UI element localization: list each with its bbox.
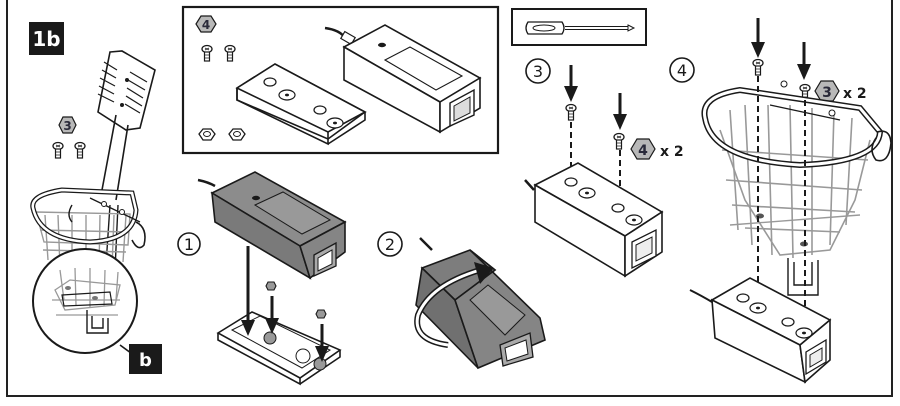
nut-icon bbox=[315, 309, 327, 319]
pedal-bracket bbox=[97, 50, 156, 271]
tool-box bbox=[511, 8, 647, 46]
diagram-frame bbox=[6, 0, 893, 397]
nut-icon bbox=[228, 128, 246, 141]
step-3-part-callout: 4 x 2 bbox=[630, 138, 684, 160]
detail-magnifier bbox=[32, 248, 138, 357]
step-1-number: 1 bbox=[184, 235, 194, 254]
step-3-part-id: 4 bbox=[638, 143, 648, 159]
step-4-quantity: x 2 bbox=[843, 86, 867, 102]
screw-icon bbox=[613, 132, 625, 150]
step-2: 2 bbox=[377, 231, 546, 370]
step-4-number: 4 bbox=[677, 61, 687, 80]
basket bbox=[701, 80, 892, 296]
power-adapter-mounted bbox=[689, 277, 832, 384]
parts-box: 4 bbox=[181, 5, 500, 155]
basket bbox=[30, 187, 146, 272]
figure-label: 1b bbox=[29, 22, 64, 55]
step-1: 1 bbox=[177, 171, 347, 386]
power-adapter-mounted bbox=[524, 162, 664, 278]
screwdriver-icon bbox=[525, 21, 636, 35]
hex-badge-icon bbox=[58, 116, 77, 134]
step-4-number-badge bbox=[669, 57, 695, 83]
rotate-arrow-icon bbox=[414, 262, 494, 348]
detail-label: b bbox=[129, 344, 162, 374]
step-3-quantity: x 2 bbox=[660, 144, 684, 160]
power-adapter bbox=[415, 237, 546, 370]
detail-label-text: b bbox=[139, 350, 152, 371]
nut-icon bbox=[198, 128, 216, 141]
step-4-part-id: 3 bbox=[822, 85, 832, 101]
detail-label-background bbox=[129, 344, 162, 374]
screw-icon bbox=[752, 58, 764, 76]
hex-badge-icon bbox=[630, 138, 656, 160]
figure-label-background bbox=[29, 22, 64, 55]
parts-box-part-id: 4 bbox=[202, 18, 210, 32]
figure-label-text: 1b bbox=[32, 27, 60, 51]
power-adapter bbox=[324, 24, 482, 134]
step-4-part-callout: 3 x 2 bbox=[814, 80, 867, 102]
step-2-number: 2 bbox=[385, 235, 395, 254]
step-3-number-badge bbox=[525, 58, 551, 84]
screw-icon bbox=[565, 103, 577, 121]
mounting-plate bbox=[235, 63, 367, 146]
power-adapter bbox=[197, 171, 347, 280]
overview-part-id: 3 bbox=[63, 119, 71, 133]
step-2-number-badge bbox=[377, 231, 403, 257]
screw-icon bbox=[52, 141, 64, 159]
step-1-number-badge bbox=[177, 232, 201, 256]
step-3: 3 4 x 2 bbox=[524, 58, 684, 278]
overview-part-badge: 3 bbox=[58, 116, 77, 134]
step-3-number: 3 bbox=[533, 62, 543, 81]
screw-icon bbox=[74, 141, 86, 159]
step-4: 4 3 x 2 bbox=[669, 18, 892, 384]
nut-icon bbox=[265, 281, 277, 291]
overview-illustration: 3 b bbox=[30, 50, 162, 374]
hex-badge-icon bbox=[195, 15, 217, 33]
